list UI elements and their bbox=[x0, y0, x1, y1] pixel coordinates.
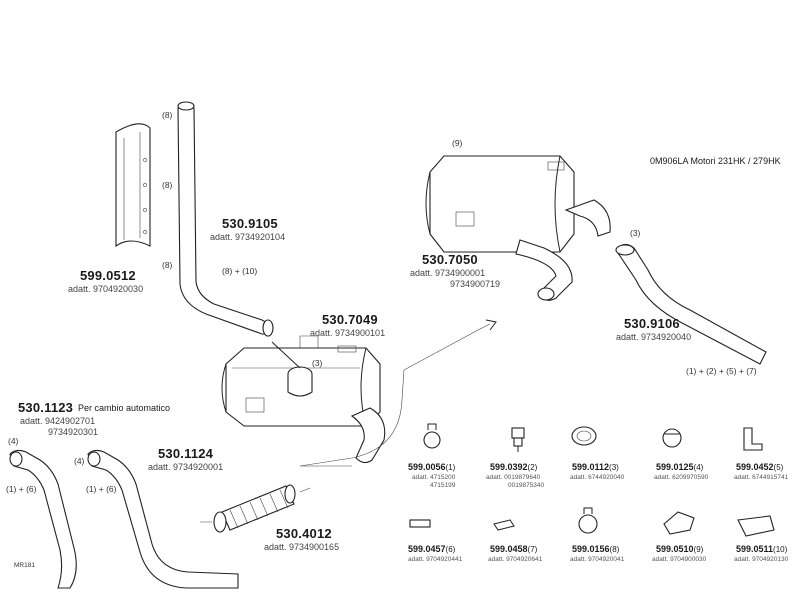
pipe-530-1124-drawing bbox=[87, 449, 239, 589]
muffler-530-7050-drawing bbox=[425, 155, 611, 301]
ref-tag: (8) bbox=[162, 180, 173, 190]
part-code-530-7050: 530.7050 bbox=[422, 252, 478, 267]
assembly-arrows bbox=[299, 319, 497, 467]
ref-tag: (8) bbox=[162, 110, 173, 120]
part-code-599-0512: 599.0512 bbox=[80, 268, 136, 283]
part-code-530-9106: 530.9106 bbox=[624, 316, 680, 331]
ref-tag: (8) + (10) bbox=[222, 266, 258, 276]
small-part-code: 599.0452(5) bbox=[736, 462, 784, 472]
ref-tag: (4) bbox=[8, 436, 19, 446]
ref-tag: (9) bbox=[452, 138, 463, 148]
part-adatt2-530-1123: 9734920301 bbox=[48, 427, 99, 437]
ref-tag: (1) + (6) bbox=[6, 484, 37, 494]
small-part-adatt: adatt. 6744920040 bbox=[570, 474, 625, 481]
flex-pipe-530-4012-drawing bbox=[200, 484, 311, 533]
small-part-code: 599.0112(3) bbox=[572, 462, 619, 472]
part-adatt-530-9106: adatt. 9734920040 bbox=[616, 332, 692, 342]
part-note-530-1123: Per cambio automatico bbox=[78, 403, 171, 413]
part-adatt-530-7049: adatt. 9734900101 bbox=[310, 328, 386, 338]
part-code-530-4012: 530.4012 bbox=[276, 526, 332, 541]
ref-tag: (4) bbox=[74, 456, 85, 466]
small-part-code: 599.0392(2) bbox=[490, 462, 538, 472]
part-code-530-9105: 530.9105 bbox=[222, 216, 278, 231]
ref-tag: (1) + (6) bbox=[86, 484, 117, 494]
small-part-code: 599.0458(7) bbox=[490, 544, 538, 554]
pipe-530-9105-drawing bbox=[177, 101, 274, 337]
heat-shield-drawing bbox=[115, 123, 151, 248]
small-part-adatt: adatt. 9704920441 bbox=[408, 556, 463, 563]
small-part-code: 599.0457(6) bbox=[408, 544, 456, 554]
part-code-530-1123: 530.1123 bbox=[18, 400, 74, 415]
small-parts-icons bbox=[409, 423, 775, 537]
engine-label: 0M906LA Motori 231HK / 279HK bbox=[650, 156, 781, 166]
part-adatt-530-7050: adatt. 9734900001 bbox=[410, 268, 486, 278]
small-part-code: 599.0156(8) bbox=[572, 544, 620, 554]
pipe-530-1123-drawing bbox=[9, 449, 77, 589]
part-adatt-530-9105: adatt. 9734920104 bbox=[210, 232, 286, 242]
muffler-530-7049-drawing bbox=[221, 335, 386, 464]
part-adatt-530-1124: adatt. 9734920001 bbox=[148, 462, 224, 472]
small-part-adatt: adatt. 9704900030 bbox=[652, 556, 707, 563]
small-part-code: 599.0125(4) bbox=[656, 462, 704, 472]
part-adatt-599-0512: adatt. 9704920030 bbox=[68, 284, 144, 294]
ref-tag: (3) bbox=[312, 358, 323, 368]
small-part-adatt: adatt. 9704920041 bbox=[570, 556, 625, 563]
small-part-code: 599.0510(9) bbox=[656, 544, 704, 554]
diagram-code: MR181 bbox=[14, 562, 35, 569]
small-part-adatt: adatt. 6744915741 bbox=[734, 474, 789, 481]
ref-tag: (3) bbox=[630, 228, 641, 238]
part-code-530-1124: 530.1124 bbox=[158, 446, 214, 461]
pipe-530-9106-drawing bbox=[615, 243, 767, 365]
small-part-adatt: adatt. 9704920130 bbox=[734, 556, 789, 563]
ref-tag: (1) + (2) + (5) + (7) bbox=[686, 366, 757, 376]
small-part-adatt: adatt. 6209970590 bbox=[654, 474, 709, 481]
small-part-code: 599.0056(1) bbox=[408, 462, 456, 472]
part-code-530-7049: 530.7049 bbox=[322, 312, 378, 327]
ref-tag: (8) bbox=[162, 260, 173, 270]
part-adatt-530-1123: adatt. 9424902701 bbox=[20, 416, 96, 426]
part-adatt2-530-7050: 9734900719 bbox=[450, 279, 501, 289]
part-adatt-530-4012: adatt. 9734900165 bbox=[264, 542, 340, 552]
small-part-code: 599.0511(10) bbox=[736, 544, 788, 554]
small-part-adatt: adatt. 9704920641 bbox=[488, 556, 543, 563]
